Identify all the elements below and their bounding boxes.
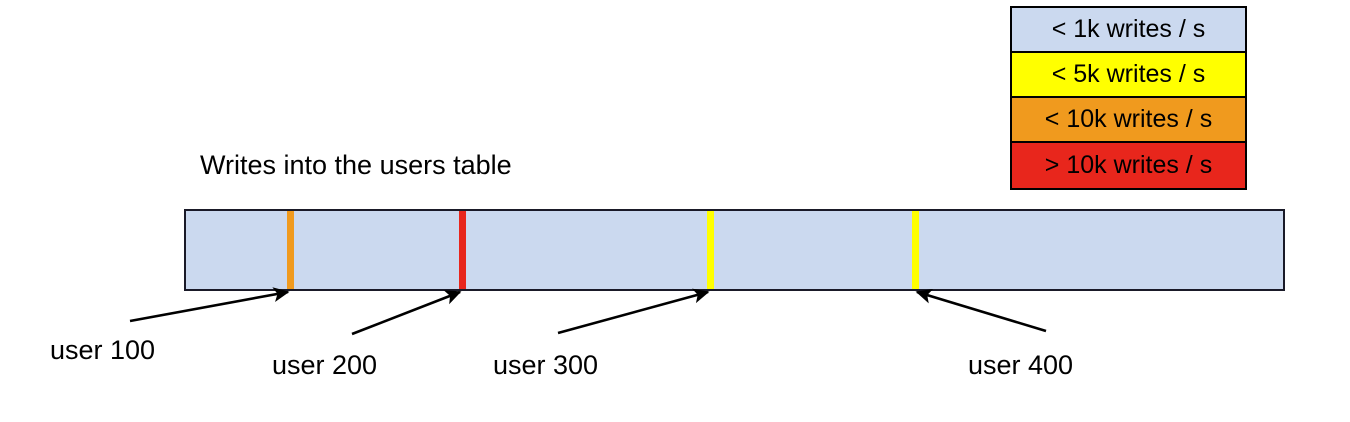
callout-label-user-400: user 400 [968,350,1074,380]
callout-arrow-user-300 [557,288,710,335]
bar-title: Writes into the users table [200,150,512,180]
hot-row-stripe-user-400 [912,211,919,289]
legend-item-label: < 1k writes / s [1051,15,1206,43]
callout-label-user-300: user 300 [493,350,599,380]
hot-row-stripe-user-100 [287,211,294,289]
legend: < 1k writes / s < 5k writes / s < 10k wr… [1010,6,1247,190]
users-table-bar [184,209,1285,291]
callout-label-user-200: user 200 [272,350,378,380]
hot-row-stripe-user-300 [707,211,714,289]
legend-item-2: < 10k writes / s [1012,98,1245,143]
callout-arrow-user-100 [129,287,290,323]
legend-item-0: < 1k writes / s [1012,8,1245,53]
callout-label-user-100: user 100 [50,335,156,365]
callout-arrow-user-200 [351,290,462,336]
legend-item-1: < 5k writes / s [1012,53,1245,98]
hot-row-stripe-user-200 [459,211,466,289]
legend-item-label: < 5k writes / s [1051,60,1206,88]
legend-item-label: < 10k writes / s [1044,105,1213,133]
legend-item-label: > 10k writes / s [1044,151,1213,179]
legend-item-3: > 10k writes / s [1012,143,1245,188]
callout-arrow-user-400 [915,288,1047,333]
